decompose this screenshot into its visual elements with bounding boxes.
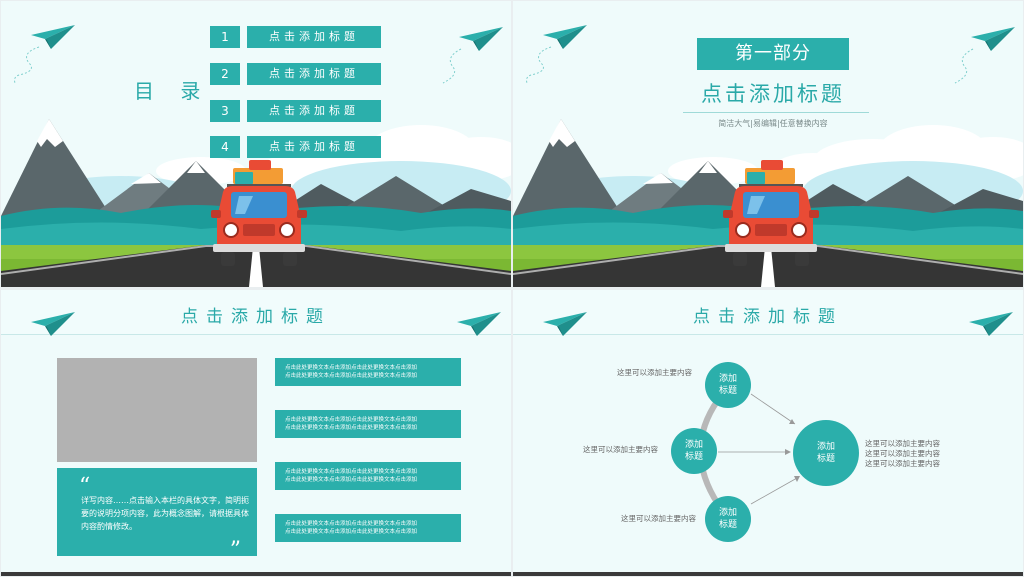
toc-number: 1 [210,26,240,48]
diagram-node-bottom[interactable]: 添加 标题 [705,496,751,542]
paper-plane-icon [31,312,75,336]
section-subtitle: 简洁大气|易编辑|任意替换内容 [718,119,828,128]
diagram-label-bottom[interactable]: 这里可以添加主要内容 [621,514,696,523]
text-line: 点击此处更换文本点击添加点击此处更换文本点击添加 [285,529,418,535]
plane-trail-icon [526,46,552,84]
diagram-label-top[interactable]: 这里可以添加主要内容 [617,368,692,377]
divider [683,112,869,113]
quote-box: “ 详写内容……点击输入本栏的具体文字，简明扼要的说明分项内容，此为概念图解，请… [57,468,257,562]
node-label: 添加 标题 [816,442,835,464]
text-line: 点击此处更换文本点击添加点击此处更换文本点击添加 [285,365,418,371]
plane-trail-icon [14,46,40,84]
slide-header [1,290,511,334]
diagram-label-right[interactable]: 这里可以添加主要内容 [865,449,940,458]
text-block[interactable]: 点击此处更换文本点击添加点击此处更换文本点击添加 点击此处更换文本点击添加点击此… [275,358,461,386]
text-block[interactable]: 点击此处更换文本点击添加点击此处更换文本点击添加 点击此处更换文本点击添加点击此… [275,410,461,438]
node-label: 添加 标题 [684,440,703,462]
quote-mark-icon: ” [229,538,241,563]
text-line: 点击此处更换文本点击添加点击此处更换文本点击添加 [285,425,418,431]
text-line: 点击此处更换文本点击添加点击此处更换文本点击添加 [285,477,418,483]
toc-item-label[interactable]: 点击添加标题 [247,63,381,85]
toc-number: 2 [210,63,240,85]
divider [1,334,511,335]
node-label: 添加 标题 [718,508,737,530]
divider [513,334,1023,335]
toc-title: 目 录 [134,79,211,103]
quote-mark-icon: “ [79,474,91,499]
plane-trail-icon [954,48,974,84]
paper-plane-icon [457,312,501,336]
diagram-label-right[interactable]: 这里可以添加主要内容 [865,439,940,448]
text-line: 点击此处更换文本点击添加点击此处更换文本点击添加 [285,469,418,475]
text-block[interactable]: 点击此处更换文本点击添加点击此处更换文本点击添加 点击此处更换文本点击添加点击此… [275,462,461,490]
slide-title[interactable]: 点击添加标题 [693,307,843,327]
toc-item-label[interactable]: 点击添加标题 [247,100,381,122]
slide-header [513,290,1023,334]
slide-title[interactable]: 点击添加标题 [181,307,331,327]
node-label: 添加 标题 [718,374,737,396]
text-block[interactable]: 点击此处更换文本点击添加点击此处更换文本点击添加 点击此处更换文本点击添加点击此… [275,514,461,542]
slide-section[interactable]: 第一部分 点击添加标题 简洁大气|易编辑|任意替换内容 [513,1,1023,287]
bottom-bar [1,572,511,576]
diagram-node-top[interactable]: 添加 标题 [705,362,751,408]
diagram-node-right[interactable]: 添加 标题 [793,420,859,486]
plane-trail-icon [442,48,462,84]
text-line: 点击此处更换文本点击添加点击此处更换文本点击添加 [285,373,418,379]
text-line: 点击此处更换文本点击添加点击此处更换文本点击添加 [285,417,418,423]
car-illustration [721,156,821,280]
toc-number: 4 [210,136,240,158]
diagram-node-middle[interactable]: 添加 标题 [671,428,717,474]
diagram-connectors [697,393,800,506]
diagram-label-right[interactable]: 这里可以添加主要内容 [865,459,940,468]
bottom-bar [513,572,1023,576]
toc-item-label[interactable]: 点击添加标题 [247,136,381,158]
quote-text[interactable]: 详写内容……点击输入本栏的具体文字，简明扼要的说明分项内容，此为概念图解，请根据… [81,496,249,531]
toc-number: 3 [210,100,240,122]
slide-diagram[interactable]: 点击添加标题 添加 标题 添加 标题 添加 标题 添加 标题 这里可以添加主要内… [513,290,1023,576]
image-placeholder[interactable] [57,358,257,462]
car-illustration [209,156,309,280]
toc-item-label[interactable]: 点击添加标题 [247,26,381,48]
section-label: 第一部分 [697,38,849,70]
diagram-label-middle[interactable]: 这里可以添加主要内容 [583,445,658,454]
section-title[interactable]: 点击添加标题 [701,82,845,106]
text-line: 点击此处更换文本点击添加点击此处更换文本点击添加 [285,521,418,527]
slide-content[interactable]: 点击添加标题 “ 详写内容……点击输入本栏的具体文字，简明扼要的说明分项内容，此… [1,290,511,576]
slide-toc[interactable]: 目 录 1 点击添加标题 2 点击添加标题 3 点击添加标题 4 点击添加标题 [1,1,511,287]
